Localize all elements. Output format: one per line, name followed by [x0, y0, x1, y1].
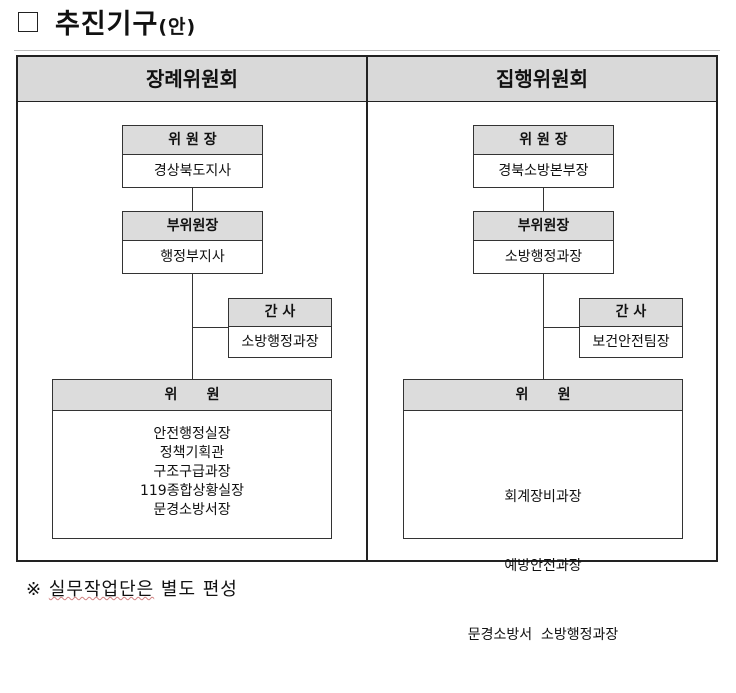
note-underlined-text: 실무작업단은 [48, 579, 155, 600]
member-item: 문경소방서장 [153, 502, 231, 518]
section-title: 추진기구(안) [55, 2, 196, 41]
connector-line [543, 273, 544, 380]
secretary-person: 보건안전팀장 [592, 334, 670, 350]
member-item: 예방안전과장 [504, 558, 582, 574]
member-item: 정책기획관 [159, 445, 225, 461]
members-title: 위 원 [53, 380, 331, 411]
members-list: 안전행정실장 정책기획관 구조구급과장 119종합상황실장 문경소방서장 [53, 425, 331, 520]
footnote: ※ 실무작업단은 별도 편성 [26, 575, 238, 601]
connector-line [192, 187, 193, 211]
vice-chair-title: 부위원장 [123, 212, 262, 241]
column-title-funeral-committee: 장례위원회 [146, 67, 238, 91]
chair-title: 위 원 장 [474, 126, 613, 155]
vice-chair-title: 부위원장 [474, 212, 613, 241]
secretary-box: 간 사 소방행정과장 [228, 298, 332, 358]
members-list: 회계장비과장 예방안전과장 문경소방서 소방행정과장 [404, 440, 682, 693]
title-text: 추진기구 [55, 9, 159, 40]
members-box: 위 원 회계장비과장 예방안전과장 문경소방서 소방행정과장 [403, 379, 683, 643]
secretary-box: 간 사 보건안전팀장 [579, 298, 683, 358]
vice-chair-person: 소방행정과장 [504, 249, 583, 265]
secretary-title: 간 사 [580, 299, 682, 327]
chair-box: 위 원 장 경상북도지사 [122, 125, 263, 188]
secretary-title: 간 사 [229, 299, 331, 327]
column-title-executive-committee: 집행위원회 [496, 67, 588, 91]
connector-line [192, 273, 193, 380]
chair-person: 경북소방본부장 [498, 163, 589, 179]
checkbox-icon [18, 12, 38, 32]
vice-chair-person: 행정부지사 [160, 249, 225, 265]
column-divider [366, 55, 368, 562]
member-item: 회계장비과장 [504, 489, 582, 505]
title-divider [14, 50, 720, 51]
chair-person: 경상북도지사 [153, 163, 232, 179]
members-box: 위 원 안전행정실장 정책기획관 구조구급과장 119종합상황실장 문경소방서장 [52, 379, 332, 539]
chair-title: 위 원 장 [123, 126, 262, 155]
secretary-person: 소방행정과장 [241, 334, 319, 350]
connector-line [543, 187, 544, 211]
connector-line [192, 327, 228, 328]
chair-box: 위 원 장 경북소방본부장 [473, 125, 614, 188]
connector-line [543, 327, 579, 328]
vice-chair-box: 부위원장 소방행정과장 [473, 211, 614, 274]
members-title: 위 원 [404, 380, 682, 411]
note-mark: ※ [26, 579, 43, 600]
member-item: 안전행정실장 [153, 426, 231, 442]
vice-chair-box: 부위원장 행정부지사 [122, 211, 263, 274]
title-suffix: (안) [158, 16, 197, 38]
member-item: 구조구급과장 [153, 464, 231, 480]
note-text: 별도 편성 [154, 579, 238, 600]
member-item: 119종합상황실장 [139, 483, 244, 499]
member-item: 문경소방서 소방행정과장 [467, 627, 619, 643]
